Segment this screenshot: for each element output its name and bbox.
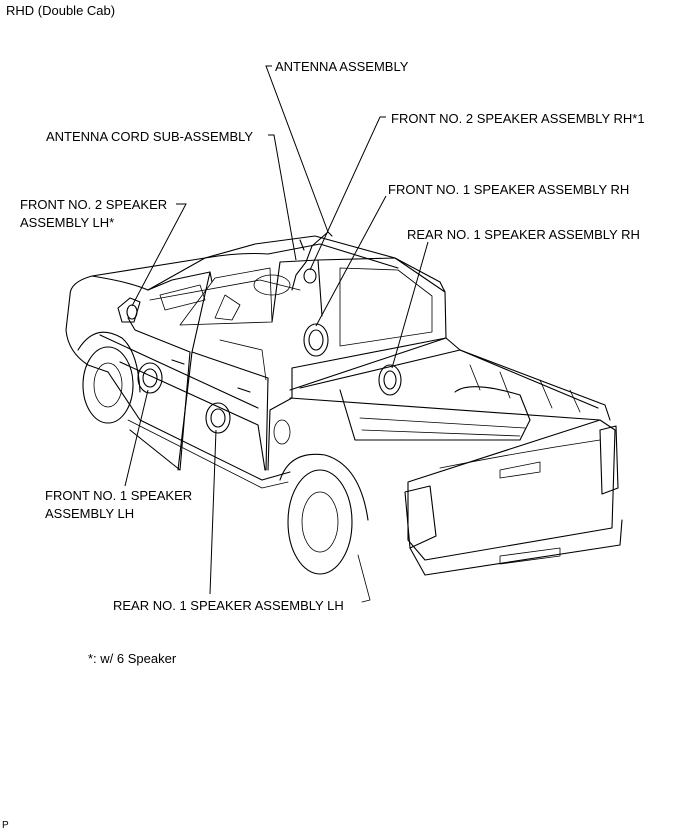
pickup-truck-outline: [65, 235, 623, 603]
diagram-variant-title: RHD (Double Cab): [6, 3, 116, 18]
label-rear-no1-speaker-rh: REAR NO. 1 SPEAKER ASSEMBLY RH: [407, 227, 640, 242]
label-front-no1-speaker-lh-line2: ASSEMBLY LH: [45, 506, 135, 521]
front-no1-speaker-rh: [303, 323, 329, 357]
label-front-no2-speaker-lh-line2: ASSEMBLY LH*: [20, 215, 115, 230]
label-front-no2-speaker-lh-line1: FRONT NO. 2 SPEAKER: [20, 197, 168, 212]
footnote-six-speaker: *: w/ 6 Speaker: [88, 651, 177, 666]
label-front-no2-speaker-lh: FRONT NO. 2 SPEAKER ASSEMBLY LH*: [20, 196, 167, 232]
label-front-no1-speaker-rh: FRONT NO. 1 SPEAKER ASSEMBLY RH: [388, 182, 630, 197]
label-antenna-assembly: ANTENNA ASSEMBLY: [275, 59, 409, 74]
corner-mark: P: [2, 820, 9, 831]
leader-lines: [124, 65, 429, 595]
front-no2-speaker-lh: [126, 304, 138, 320]
label-front-no1-speaker-lh-line1: FRONT NO. 1 SPEAKER: [45, 488, 193, 503]
label-antenna-cord-sub-assembly: ANTENNA CORD SUB-ASSEMBLY: [46, 129, 254, 144]
rear-no1-speaker-lh: [205, 402, 231, 434]
antenna-assembly: [291, 231, 333, 291]
front-no1-speaker-lh: [137, 362, 163, 394]
front-no2-speaker-rh: [303, 268, 317, 284]
rear-no1-speaker-rh: [378, 364, 402, 396]
label-front-no1-speaker-lh: FRONT NO. 1 SPEAKER ASSEMBLY LH: [45, 487, 192, 523]
label-rear-no1-speaker-lh: REAR NO. 1 SPEAKER ASSEMBLY LH: [113, 598, 344, 613]
label-front-no2-speaker-rh: FRONT NO. 2 SPEAKER ASSEMBLY RH*1: [391, 111, 645, 126]
cabin-interior: [149, 274, 301, 381]
